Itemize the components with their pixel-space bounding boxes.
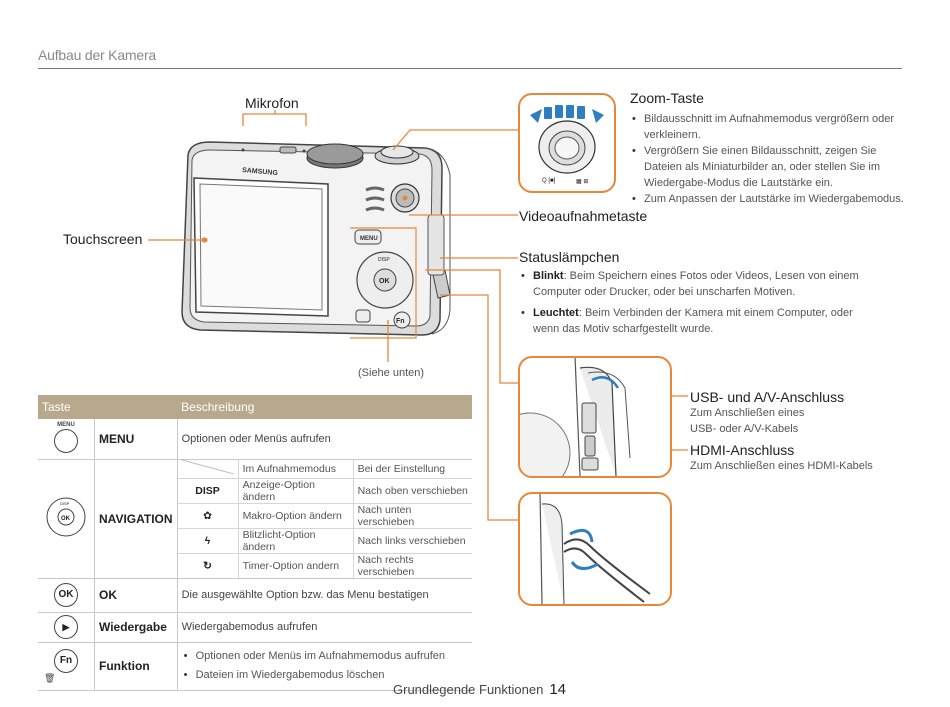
sub-header-aufnahme: Im Aufnahmemodus: [237, 459, 354, 479]
siehe-unten-label: (Siehe unten): [358, 367, 425, 379]
ok-button-icon: OK: [54, 583, 78, 607]
sub-row: ↻ Timer-Option andern Nach rechts versch…: [178, 553, 472, 578]
usb-desc-1: Zum Anschließen eines: [690, 407, 805, 419]
zoom-wide-icon: Q [■]: [542, 178, 556, 184]
sub-row: ϟ Blitzlicht-Option ändern Nach links ve…: [177, 528, 472, 554]
key-wiedergabe: Wiedergabe: [94, 612, 178, 643]
hdmi-title: HDMI-Anschluss: [690, 442, 795, 458]
sub-cell: Nach oben verschieben: [352, 478, 472, 504]
table-row: OK OK Die ausgewählte Option bzw. das Me…: [38, 578, 472, 613]
funktion-bullet: Dateien im Wiedergabemodus löschen: [182, 666, 468, 685]
key-funktion: Funktion: [94, 642, 178, 691]
desc-ok: Die ausgewählte Option bzw. das Menu bes…: [176, 578, 472, 613]
menu-icon-label: MENU: [57, 421, 75, 428]
hdmi-callout: HDMI-Anschluss Zum Anschließen eines HDM…: [690, 442, 873, 474]
page-footer: Grundlegende Funktionen 14: [393, 681, 566, 698]
sub-cell: Nach unten verschieben: [352, 503, 472, 529]
footer-section: Grundlegende Funktionen: [393, 682, 544, 697]
page-number: 14: [549, 681, 567, 698]
zoom-bullet: Zum Anpassen der Lautstärke im Wiedergab…: [630, 191, 910, 207]
sub-row: ✿ Makro-Option ändern Nach unten verschi…: [177, 503, 472, 529]
sub-cell: Nach links verschieben: [352, 528, 472, 554]
navigation-subtable: Im Aufnahmemodus Bei der Einstellung DIS…: [177, 459, 472, 578]
zoom-bullet: Bildausschnitt im Aufnahmemodus vergröße…: [630, 111, 910, 143]
key-menu: MENU: [94, 419, 178, 460]
desc-wiedergabe: Wiedergabemodus aufrufen: [176, 612, 472, 643]
status-bullet-leuchtet: Leuchtet: Beim Verbinden der Kamera mit …: [519, 305, 879, 337]
zoom-bullet: Vergrößern Sie einen Bildausschnitt, zei…: [630, 143, 910, 191]
table-header-taste: Taste: [38, 395, 178, 419]
zoom-inset: Q [■] ▦ ⊞: [518, 93, 616, 193]
sub-cell: Blitzlicht-Option ändern: [237, 528, 354, 554]
sub-cell: Anzeige-Option ändern: [237, 478, 354, 504]
page-title: Aufbau der Kamera: [38, 47, 157, 63]
macro-icon: ✿: [177, 503, 239, 529]
mikrofon-label: Mikrofon: [245, 95, 299, 111]
table-row: Fn 🗑 Funktion Optionen oder Menüs im Auf…: [38, 642, 472, 691]
status-callout: Statuslämpchen Blinkt: Beim Speichern ei…: [519, 249, 879, 337]
timer-icon: ↻: [203, 559, 212, 572]
key-navigation: NAVIGATION: [94, 459, 178, 579]
button-table: Taste Beschreibung MENU MENU Optionen od…: [38, 395, 472, 691]
funktion-bullet: Optionen oder Menüs im Aufnahmemodus auf…: [182, 647, 468, 666]
camera-brand: SAMSUNG: [242, 167, 279, 177]
camera-fn-label: Fn: [396, 318, 405, 325]
zoom-tele-icon: ▦ ⊞: [576, 179, 589, 185]
desc-menu: Optionen oder Menüs aufrufen: [176, 419, 472, 460]
trash-icon: 🗑: [44, 672, 56, 683]
key-ok: OK: [94, 578, 178, 613]
camera-ok-label: OK: [379, 278, 390, 285]
menu-button-icon: [54, 428, 78, 453]
flash-icon: ϟ: [177, 528, 239, 554]
camera-illustration: SAMSUNG MENU OK DISP Fn: [181, 141, 451, 339]
table-row: ▶ Wiedergabe Wiedergabemodus aufrufen: [38, 612, 472, 643]
port-inset: [518, 356, 672, 478]
table-header-row: Taste Beschreibung: [38, 395, 472, 419]
status-title: Statuslämpchen: [519, 249, 620, 265]
zoom-title: Zoom-Taste: [630, 90, 704, 106]
strap-inset: [518, 492, 672, 606]
table-row: OK DISP NAVIGATION Im Aufnahmemodus Bei …: [38, 459, 472, 579]
table-header-beschreibung: Beschreibung: [177, 395, 472, 419]
svg-text:DISP: DISP: [60, 501, 70, 506]
sub-header-einstellung: Bei der Einstellung: [352, 459, 472, 479]
navigation-wheel-icon: OK DISP: [46, 497, 86, 537]
header-divider: [38, 68, 902, 69]
playback-button-icon: ▶: [54, 615, 78, 639]
zoom-callout: Zoom-Taste Bildausschnitt im Aufnahmemod…: [630, 90, 910, 207]
disp-icon: DISP: [177, 478, 239, 504]
hdmi-desc: Zum Anschließen eines HDMI-Kabels: [690, 460, 873, 472]
usb-desc-2: USB- oder A/V-Kabels: [690, 423, 799, 435]
sub-cell: Nach rechts verschieben: [352, 553, 472, 578]
usb-title: USB- und A/V-Anschluss: [690, 389, 845, 405]
svg-text:OK: OK: [61, 516, 71, 522]
video-record-label: Videoaufnahmetaste: [519, 208, 648, 224]
touchscreen-label: Touchscreen: [63, 231, 143, 247]
sub-cell: Makro-Option ändern: [237, 503, 354, 529]
sub-row: DISP Anzeige-Option ändern Nach oben ver…: [177, 478, 472, 504]
status-bullet-blinkt: Blinkt: Beim Speichern eines Fotos oder …: [519, 268, 879, 300]
fn-button-icon: Fn: [54, 648, 78, 673]
camera-disp-label: DISP: [378, 257, 390, 263]
table-row: MENU MENU Optionen oder Menüs aufrufen: [38, 419, 472, 460]
camera-menu-label: MENU: [360, 236, 378, 242]
sub-cell: Timer-Option andern: [237, 553, 354, 578]
usb-callout: USB- und A/V-Anschluss Zum Anschließen e…: [690, 389, 844, 437]
